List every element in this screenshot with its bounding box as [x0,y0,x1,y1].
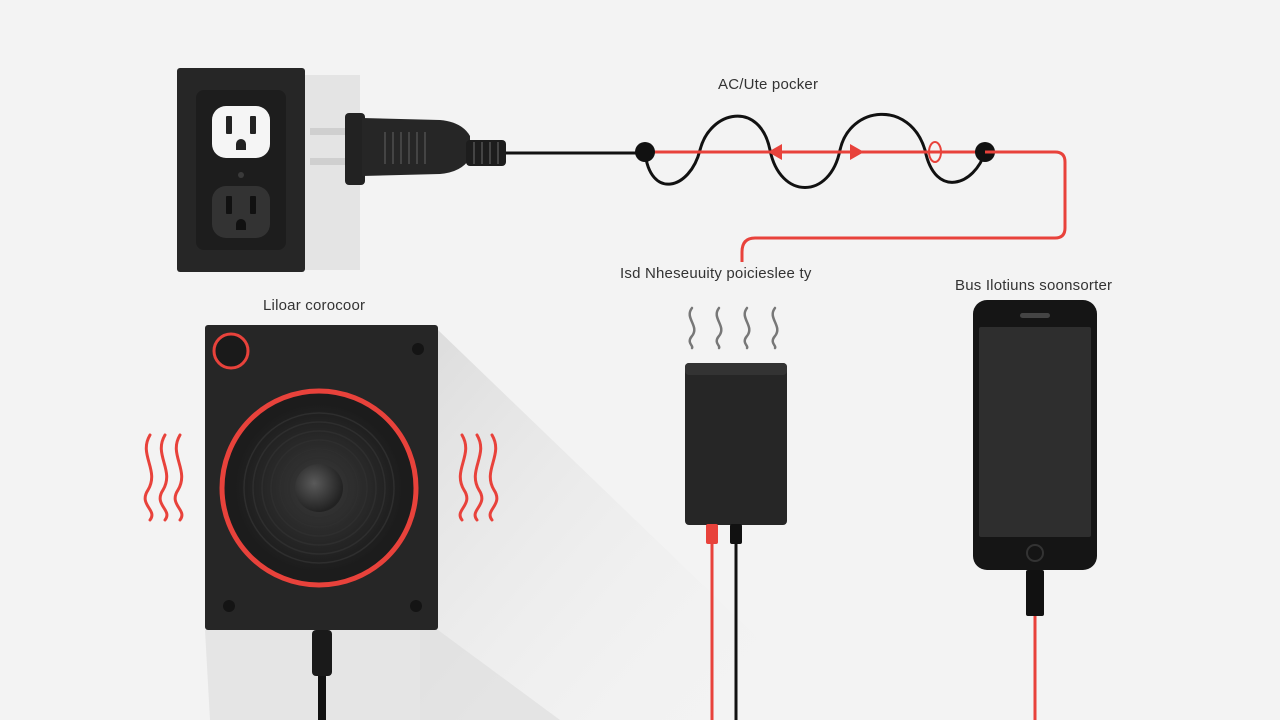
ac-power-wire [506,112,1067,262]
power-adapter-icon [685,363,787,720]
sound-waves-icon [458,433,499,522]
phone-label: Bus Ilotiuns soonsorter [955,277,1113,294]
adapter-label: Isd Nheseuuity poicieslee ty [620,265,812,282]
ac-power-label: AC/Ute pocker [718,76,819,93]
sound-waves-icon [143,433,184,522]
speaker-label: Liloar corocoor [263,297,366,314]
wall-outlet-icon [177,68,360,272]
speaker-icon [205,325,760,720]
heat-waves-icon [688,306,779,350]
smartphone-icon [973,300,1097,720]
power-plug-icon [310,113,506,185]
